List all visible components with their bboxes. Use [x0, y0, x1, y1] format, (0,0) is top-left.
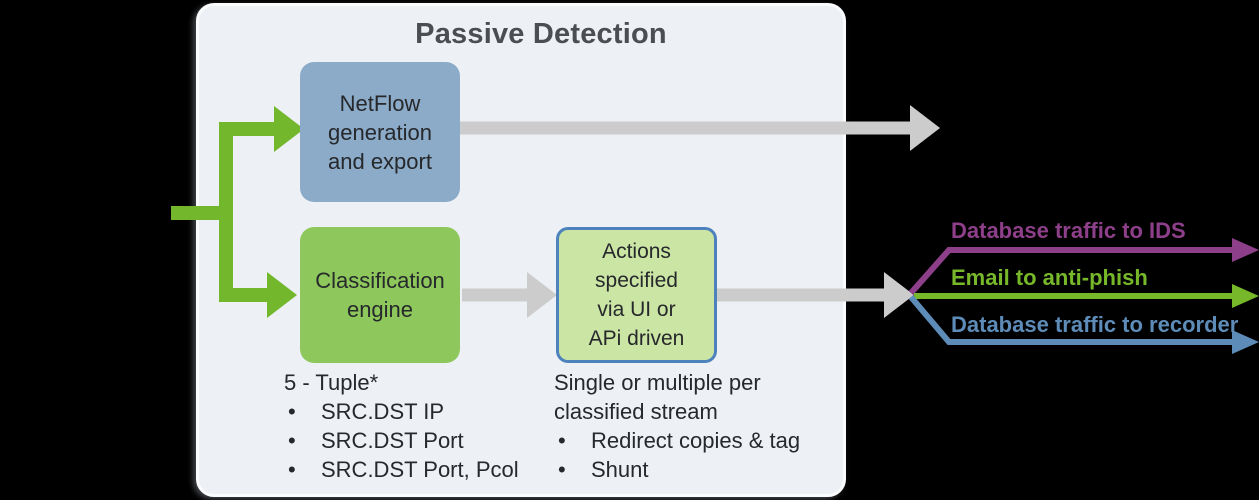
netflow-node: NetFlow generation and export [300, 62, 460, 202]
actions-note: Single or multiple per classified stream… [554, 368, 854, 484]
actions-note-item: Redirect copies & tag [554, 426, 854, 455]
actions-node: Actions specified via UI or APi driven [556, 227, 717, 363]
output-label-antiphish: Email to anti-phish [951, 265, 1148, 290]
actions-output-arrowhead-icon [884, 272, 914, 318]
ids-output-line [908, 247, 1232, 295]
tuple-note-list: SRC.DST IP SRC.DST Port SRC.DST Port, Pc… [284, 397, 564, 484]
actions-note-item: Shunt [554, 455, 854, 484]
netflow-export-arrowhead-icon [910, 105, 940, 151]
antiphish-output-arrowhead-icon [1232, 284, 1259, 308]
actions-note-list: Redirect copies & tag Shunt [554, 426, 854, 484]
tuple-note-item: SRC.DST Port, Pcol [284, 455, 564, 484]
recorder-output-arrowhead-icon [1232, 330, 1259, 354]
classification-engine-node: Classification engine [300, 227, 460, 363]
recorder-output-line [908, 295, 1232, 345]
page-title: Passive Detection [415, 18, 667, 50]
actions-note-title: Single or multiple per classified stream [554, 370, 761, 424]
ids-output-arrowhead-icon [1232, 238, 1259, 262]
tuple-note-item: SRC.DST Port [284, 426, 564, 455]
tuple-note-item: SRC.DST IP [284, 397, 564, 426]
output-label-ids: Database traffic to IDS [951, 218, 1186, 243]
ingress-top-arrowhead-icon [274, 106, 304, 152]
tuple-note: 5 - Tuple* SRC.DST IP SRC.DST Port SRC.D… [284, 368, 564, 484]
ingress-bottom-arrowhead-icon [267, 272, 297, 318]
output-label-recorder: Database traffic to recorder [951, 312, 1239, 337]
tuple-note-title: 5 - Tuple* [284, 370, 379, 395]
classification-to-actions-arrowhead-icon [527, 272, 557, 318]
